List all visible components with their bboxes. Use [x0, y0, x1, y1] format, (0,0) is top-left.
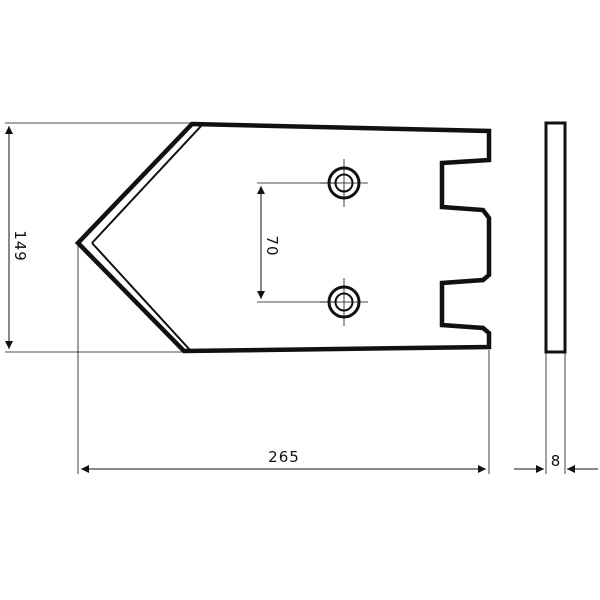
blade-side-view [544, 121, 567, 354]
dimension-hole-spacing-label: 70 [263, 235, 281, 256]
dimension-thickness [514, 352, 598, 474]
bevel-edge-upper [91, 124, 203, 244]
blade-outline [74, 121, 492, 354]
dimension-length [77, 246, 490, 474]
dimension-hole-spacing [257, 182, 338, 303]
dimension-height [5, 122, 192, 353]
bevel-edge-lower [91, 242, 191, 351]
dimension-thickness-label: 8 [551, 452, 562, 470]
dimension-height-label: 149 [11, 230, 29, 262]
dimension-length-label: 265 [268, 448, 300, 466]
side-view-outline [544, 121, 567, 354]
blade-front-view [74, 121, 492, 354]
